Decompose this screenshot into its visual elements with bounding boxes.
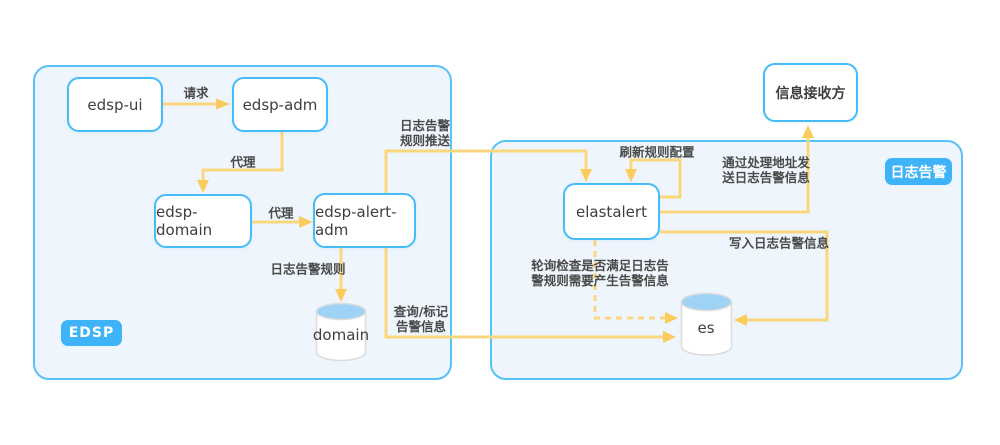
edge-label-query-mark: 查询/标记 告警信息 bbox=[393, 304, 449, 334]
log-alert-badge-label: 日志告警 bbox=[890, 164, 947, 181]
log-alert-badge: 日志告警 bbox=[885, 158, 952, 185]
node-edsp-ui: edsp-ui bbox=[67, 77, 163, 132]
node-edsp-alert-adm-label: edsp-alert-adm bbox=[315, 202, 397, 239]
node-edsp-ui-label: edsp-ui bbox=[87, 95, 143, 114]
node-receiver-label: 信息接收方 bbox=[775, 85, 846, 102]
node-edsp-adm: edsp-adm bbox=[232, 77, 328, 132]
node-receiver: 信息接收方 bbox=[763, 63, 858, 122]
node-edsp-domain: edsp-domain bbox=[154, 194, 252, 248]
edge-label-write-alert: 写入日志告警信息 bbox=[728, 235, 830, 251]
edsp-badge: EDSP bbox=[61, 320, 122, 346]
edge-label-proxy-1: 代理 bbox=[230, 154, 256, 170]
edge-label-send-via-handler: 通过处理地址发 送日志告警信息 bbox=[722, 155, 810, 185]
edge-label-request: 请求 bbox=[183, 85, 209, 101]
es-database-icon bbox=[680, 292, 733, 361]
node-edsp-alert-adm: edsp-alert-adm bbox=[313, 193, 416, 248]
node-edsp-adm-label: edsp-adm bbox=[242, 95, 318, 114]
edge-label-proxy-2: 代理 bbox=[268, 205, 294, 221]
node-elastalert-label: elastalert bbox=[576, 202, 647, 221]
node-elastalert: elastalert bbox=[563, 183, 660, 240]
domain-db-label: domain bbox=[312, 326, 370, 344]
edge-label-poll-check: 轮询检查是否满足日志告 警规则需要产生告警信息 bbox=[531, 258, 669, 288]
node-edsp-domain-label: edsp-domain bbox=[156, 203, 213, 239]
arrowhead-send-via-handler bbox=[802, 125, 814, 138]
edge-label-alert-rule: 日志告警规则 bbox=[270, 261, 346, 277]
edsp-badge-label: EDSP bbox=[68, 325, 115, 341]
es-db-label: es bbox=[697, 319, 715, 337]
edge-label-refresh-rules: 刷新规则配置 bbox=[619, 144, 695, 160]
edge-label-rule-push: 日志告警 规则推送 bbox=[399, 118, 451, 148]
domain-database-icon bbox=[315, 302, 367, 366]
